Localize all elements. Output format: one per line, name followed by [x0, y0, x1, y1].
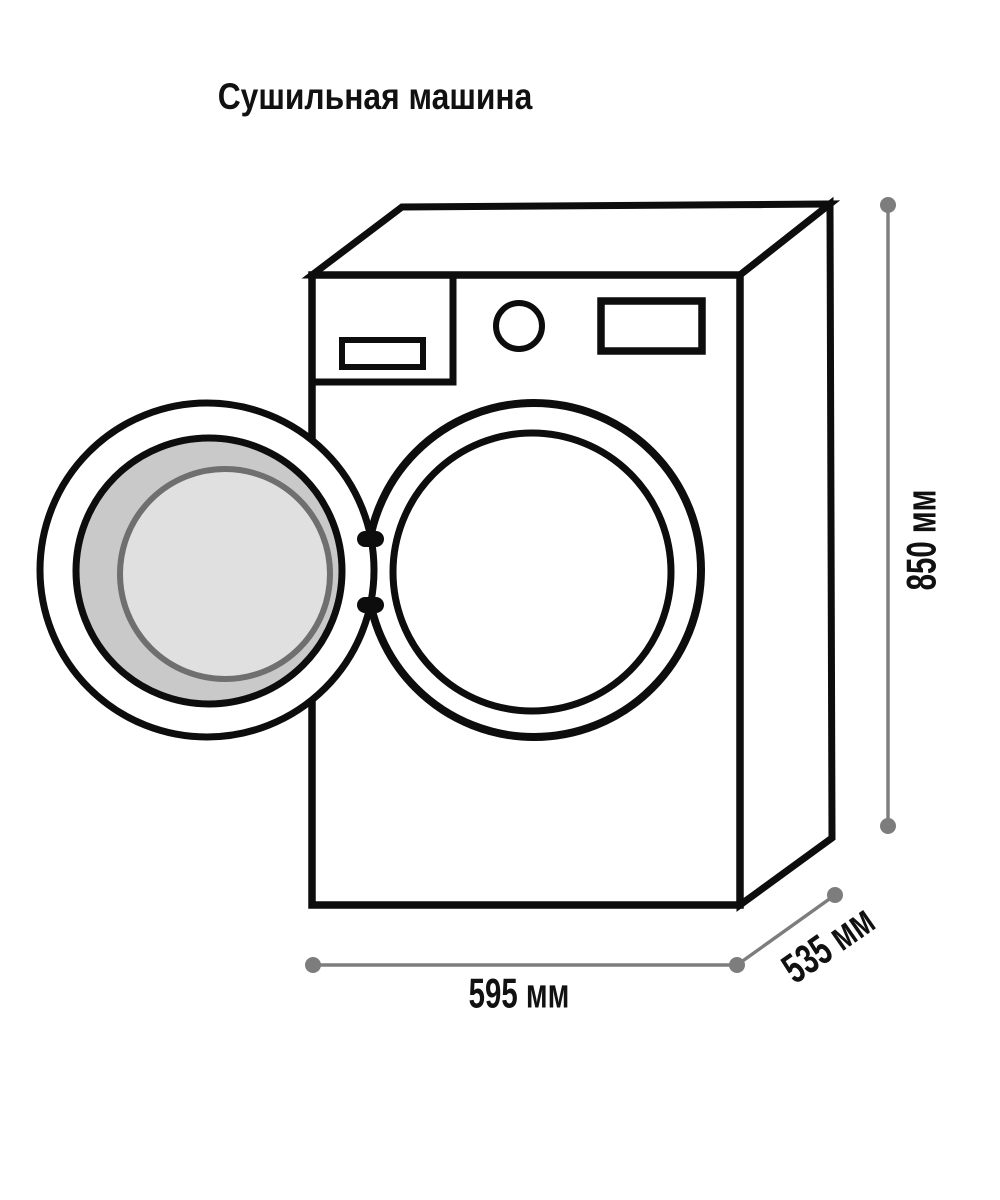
door-hinge-top: [357, 531, 384, 547]
width-dimension: 595 мм: [305, 957, 745, 1017]
dryer-body: [301, 196, 841, 912]
depth-dimension: 535 мм: [736, 887, 883, 993]
drum-opening-inner-ring: [389, 429, 675, 715]
height-dimension-end-dot-bottom: [880, 818, 896, 834]
display-panel: [597, 297, 706, 355]
depth-dimension-end-dot: [827, 887, 843, 903]
detergent-drawer-slot: [339, 337, 426, 370]
height-dimension-end-dot-top: [880, 197, 896, 213]
depth-dimension-line: [736, 893, 836, 967]
control-panel: [308, 271, 457, 386]
diagram-title: Сушильная машина: [218, 77, 533, 118]
width-dimension-end-dot-left: [305, 957, 321, 973]
height-dimension-label: 850 мм: [897, 490, 945, 591]
program-knob: [493, 300, 545, 352]
height-dimension: 850 мм: [880, 197, 945, 834]
width-dimension-label: 595 мм: [469, 969, 570, 1017]
depth-dimension-label: 535 мм: [773, 896, 883, 993]
dryer-door-open: [36, 399, 384, 741]
dryer-right-face: [736, 196, 836, 912]
door-hinge-bottom: [357, 597, 384, 613]
door-glass: [117, 466, 333, 682]
